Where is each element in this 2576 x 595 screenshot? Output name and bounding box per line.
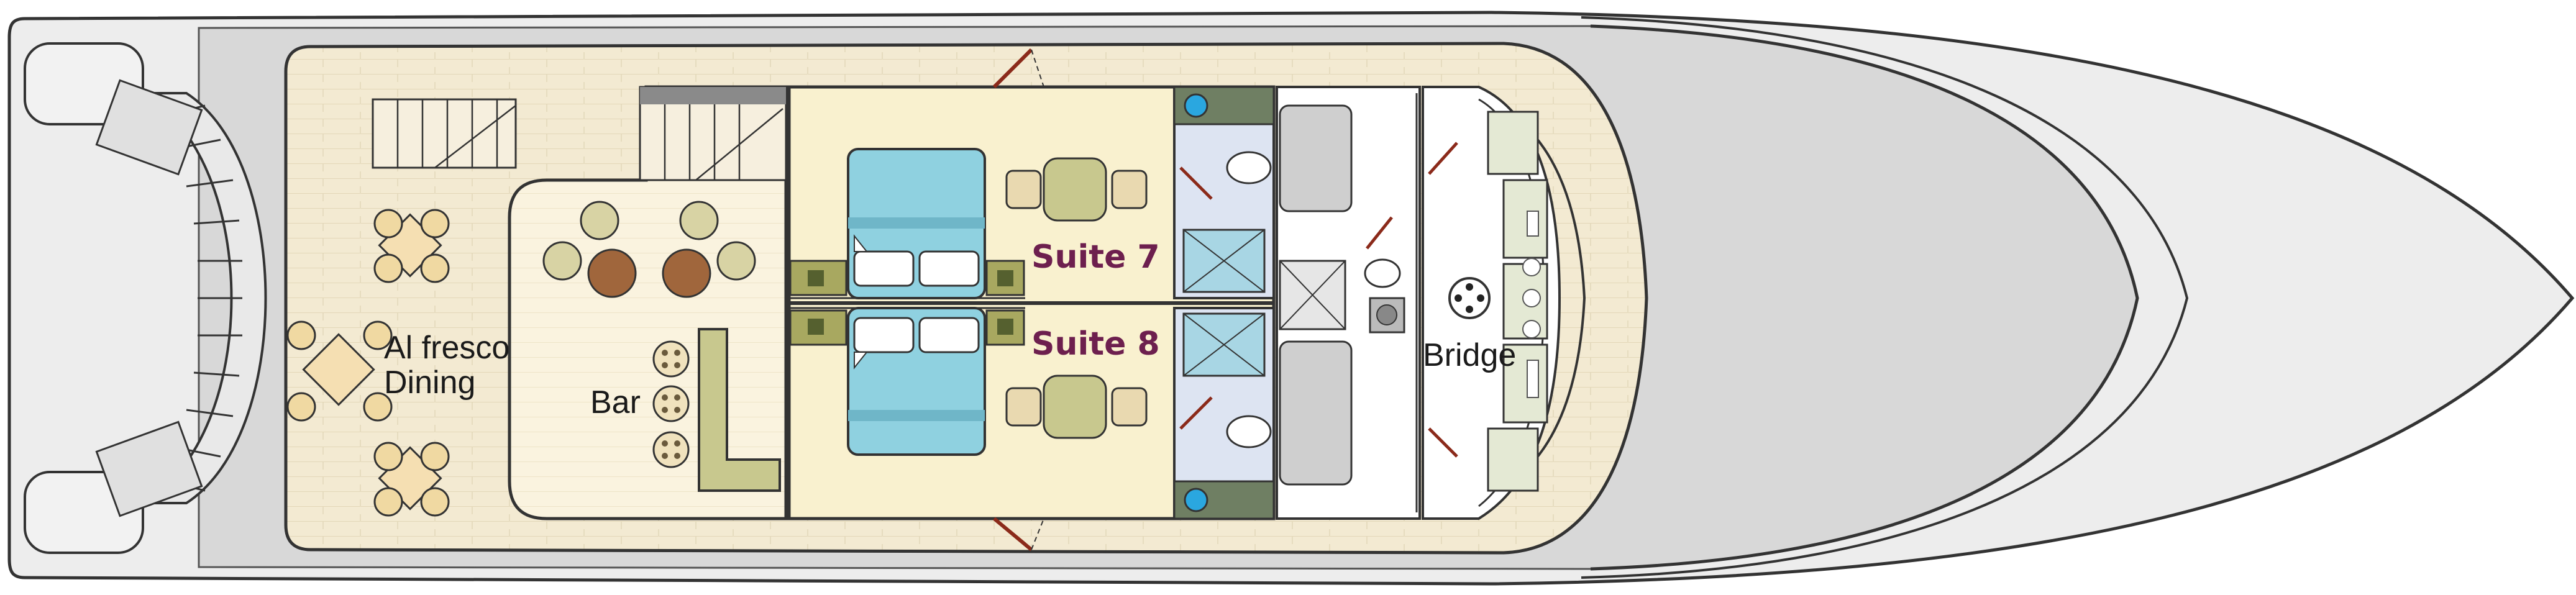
bridge: [1366, 86, 1561, 520]
aft-stairs: [95, 79, 267, 517]
crew-cabin: [1276, 86, 1421, 520]
dining-area: [286, 209, 450, 517]
dining-stairs: [372, 98, 517, 169]
label-dining: Dining: [384, 365, 476, 401]
bar-stools: [652, 340, 690, 468]
label-suite-7: Suite 7: [1031, 238, 1160, 276]
nightstands: [789, 260, 1025, 346]
bar-tables: [542, 201, 756, 298]
label-al-fresco: Al fresco: [384, 330, 510, 366]
suite-bathrooms: [1173, 86, 1275, 520]
bar-room: [508, 85, 788, 520]
suite-seating: [1005, 157, 1148, 439]
label-suite-8: Suite 8: [1031, 325, 1160, 363]
label-bridge: Bridge: [1423, 337, 1517, 373]
suite7-bed: [847, 148, 986, 299]
label-bar: Bar: [590, 384, 641, 420]
suite8-bed: [847, 307, 986, 456]
